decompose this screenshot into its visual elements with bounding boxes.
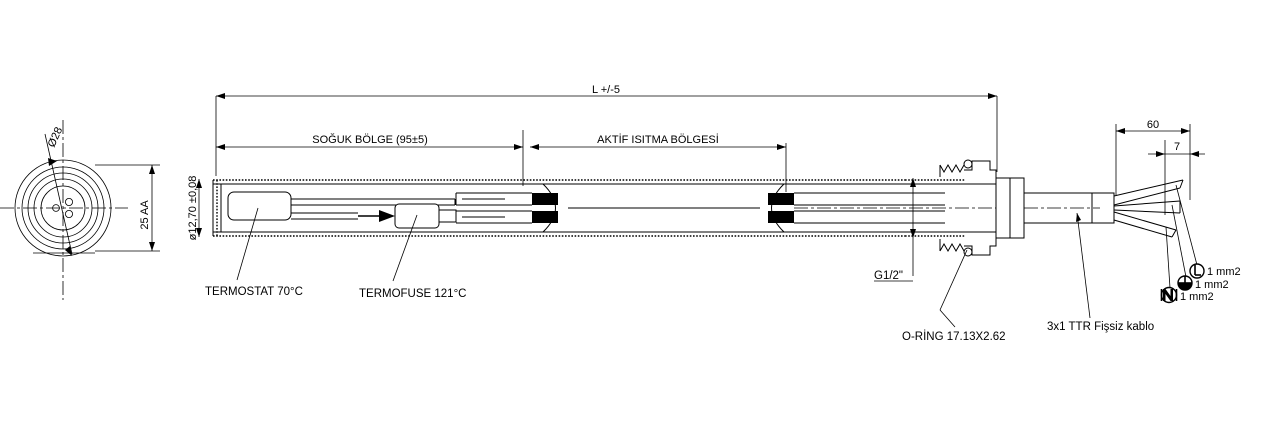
leader-thermofuse xyxy=(392,214,418,282)
leader-to-line-terminal xyxy=(1175,184,1198,266)
terminal-symbol-line xyxy=(1189,263,1205,279)
diameter-28-label: Ø28 xyxy=(46,125,65,149)
thermofuse-terminal xyxy=(438,209,457,223)
cold-zone-label: SOĞUK BÖLGE (95±5) xyxy=(312,133,427,146)
cable-dimension-chain: 60 7 xyxy=(1115,119,1205,215)
top-dimension-chain: L +/-5 SOĞUK BÖLGE (95±5) AKTİF ISITMA B… xyxy=(215,84,998,192)
terminal-symbol-neutral xyxy=(1160,286,1178,304)
arrow-25aa-top xyxy=(149,165,155,174)
arrow-thread-top xyxy=(910,178,916,187)
wire-lower-top xyxy=(1113,211,1177,231)
leader-oring-b xyxy=(939,309,956,328)
arrow-cable-leader xyxy=(1076,213,1081,222)
fitting-step-bottom xyxy=(964,237,1010,256)
arrow-7-right xyxy=(1190,151,1199,157)
coil-left-upper xyxy=(532,193,558,205)
tube-diameter-label: ø12,70 ±0,08 xyxy=(187,176,199,241)
arrow-cold-right xyxy=(514,144,523,150)
thread-profile-bottom xyxy=(939,242,965,253)
wire-lower-tip xyxy=(1171,229,1177,238)
oring-label: O-RİNG 17.13X2.62 xyxy=(902,330,1006,343)
cold-zone-end-arc xyxy=(542,183,556,233)
leader-thermostat xyxy=(236,207,259,281)
leader-cable xyxy=(1076,212,1091,319)
leader-to-neutral-terminal xyxy=(1165,226,1171,289)
arrow-overall-right xyxy=(988,93,997,99)
hole-lower xyxy=(65,209,74,218)
arrow-tube-dia-top xyxy=(196,179,202,188)
arrow-60-left xyxy=(1116,128,1125,134)
diameter-leader-line xyxy=(44,133,73,255)
wire-upper-bottom xyxy=(1113,187,1181,206)
fitting-step-top xyxy=(964,160,1010,179)
oring-top xyxy=(963,159,973,169)
cable-break-block xyxy=(1091,192,1115,224)
overall-length-label: L +/-5 xyxy=(592,84,620,96)
arrow-60-right xyxy=(1181,128,1190,134)
wire-upper-top xyxy=(1113,179,1184,197)
arrow-cold-left xyxy=(216,144,225,150)
terminal-symbol-earth xyxy=(1177,275,1193,291)
thread-label: G1/2" xyxy=(874,270,903,282)
wire-mid-bottom xyxy=(1113,209,1181,214)
wire-upper-tip xyxy=(1179,179,1184,189)
arrow-overall-left xyxy=(216,93,225,99)
wire-mid-top xyxy=(1113,200,1181,207)
thermostat-body xyxy=(227,191,292,221)
diameter-leader-arrow-top xyxy=(48,158,57,166)
cross-section-view: Ø28 25 AA xyxy=(0,120,160,300)
wire-leads-group xyxy=(1113,179,1184,238)
arrow-25aa-bottom xyxy=(149,242,155,251)
diameter-leader-arrow-bottom xyxy=(65,246,72,256)
thread-profile-top xyxy=(939,163,965,174)
arrow-thread-bottom xyxy=(910,229,916,238)
arrow-active-left xyxy=(530,144,539,150)
main-side-view: ø12,70 ±0,08 xyxy=(187,159,1241,304)
callout-labels: TERMOSTAT 70°C TERMOFUSE 121°C O-RİNG 17… xyxy=(205,207,1154,343)
coil-left-lower xyxy=(532,211,558,223)
leader-oring-a xyxy=(939,249,968,311)
active-zone-right-arc xyxy=(771,183,785,233)
active-zone-label: AKTİF ISITMA BÖLGESİ xyxy=(597,133,719,146)
line-terminal-spec: 1 mm2 xyxy=(1207,266,1241,278)
cable-label: 3x1 TTR Fişsiz kablo xyxy=(1047,321,1154,333)
thermostat-label: TERMOSTAT 70°C xyxy=(205,286,303,298)
arrow-7-left xyxy=(1156,151,1165,157)
arrow-tube-dia-bottom xyxy=(196,228,202,237)
hole-upper xyxy=(65,197,74,206)
height-25aa-label: 25 AA xyxy=(139,200,151,230)
strip-length-label: 7 xyxy=(1174,141,1180,153)
earth-terminal-spec: 1 mm2 xyxy=(1195,279,1229,291)
thermofuse-label: TERMOFUSE 121°C xyxy=(359,288,466,300)
threaded-fitting: G1/2" xyxy=(874,159,1025,282)
arrow-active-right xyxy=(777,144,786,150)
leader-to-earth-terminal xyxy=(1171,204,1187,278)
cable-length-label: 60 xyxy=(1147,119,1159,131)
wire-lower-bottom xyxy=(1113,219,1173,238)
thermofuse-arrow xyxy=(379,210,395,222)
neutral-terminal-spec: 1 mm2 xyxy=(1180,291,1214,303)
